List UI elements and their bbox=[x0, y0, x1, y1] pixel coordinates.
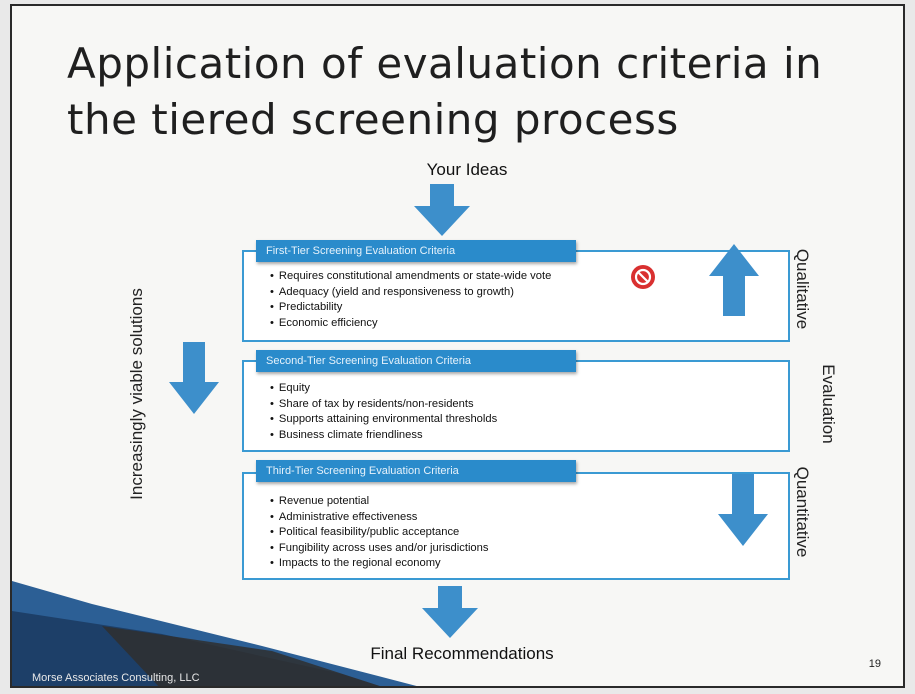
down-arrow-icon bbox=[422, 586, 478, 638]
tier-3-heading: Third-Tier Screening Evaluation Criteria bbox=[256, 460, 576, 482]
tier-2-heading: Second-Tier Screening Evaluation Criteri… bbox=[256, 350, 576, 372]
title-line-2: the tiered screening process bbox=[67, 95, 679, 144]
up-arrow-icon bbox=[709, 244, 759, 316]
down-arrow-icon bbox=[718, 474, 768, 546]
list-item: Administrative effectiveness bbox=[270, 510, 488, 526]
list-item: Revenue potential bbox=[270, 494, 488, 510]
tier-1-heading: First-Tier Screening Evaluation Criteria bbox=[256, 240, 576, 262]
evaluation-label: Evaluation bbox=[819, 364, 838, 444]
page-title: Application of evaluation criteria in th… bbox=[67, 36, 887, 148]
qualitative-label: Qualitative bbox=[793, 248, 812, 330]
list-item: Economic efficiency bbox=[270, 316, 551, 332]
top-label: Your Ideas bbox=[426, 160, 508, 179]
list-item: Political feasibility/public acceptance bbox=[270, 525, 488, 541]
left-vertical-label: Increasingly viable solutions bbox=[127, 288, 146, 500]
corner-swoosh-decoration bbox=[12, 581, 417, 686]
quantitative-label: Quantitative bbox=[793, 466, 812, 558]
list-item: Predictability bbox=[270, 300, 551, 316]
list-item: Business climate friendliness bbox=[270, 428, 497, 444]
footer-company: Morse Associates Consulting, LLC bbox=[32, 672, 200, 684]
bottom-label: Final Recommendations bbox=[370, 644, 554, 663]
tier-1-list: Requires constitutional amendments or st… bbox=[270, 269, 551, 331]
list-item: Fungibility across uses and/or jurisdict… bbox=[270, 541, 489, 557]
no-entry-icon bbox=[631, 265, 655, 289]
slide: Application of evaluation criteria in th… bbox=[10, 4, 905, 688]
list-item: Requires constitutional amendments or st… bbox=[270, 269, 551, 285]
page-number: 19 bbox=[868, 658, 881, 670]
list-item: Share of tax by residents/non-residents bbox=[270, 397, 497, 413]
down-arrow-icon bbox=[169, 342, 219, 414]
tier-3-list: Revenue potential Administrative effecti… bbox=[270, 494, 489, 572]
down-arrow-icon bbox=[414, 184, 470, 236]
tier-2-list: Equity Share of tax by residents/non-res… bbox=[270, 381, 497, 443]
title-line-1: Application of evaluation criteria in bbox=[67, 39, 823, 88]
list-item: Adequacy (yield and responsiveness to gr… bbox=[270, 285, 551, 301]
list-item: Equity bbox=[270, 381, 497, 397]
list-item: Supports attaining environmental thresho… bbox=[270, 412, 497, 428]
list-item: Impacts to the regional economy bbox=[270, 556, 488, 572]
